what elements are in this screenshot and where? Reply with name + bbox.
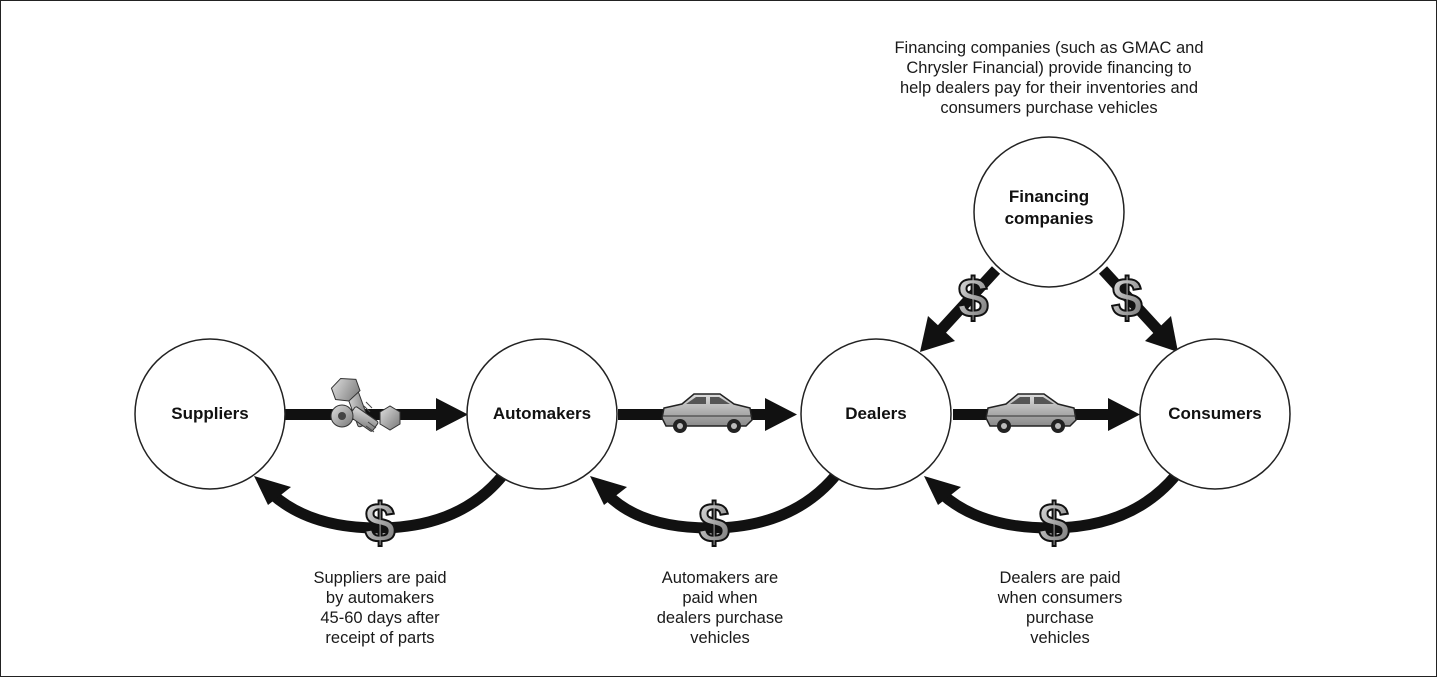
- dollar-icon: $: [957, 266, 988, 329]
- financing-note-line: consumers purchase vehicles: [940, 99, 1158, 117]
- financing-companies-node: [973, 136, 1125, 288]
- car-icon: [661, 393, 753, 433]
- bolts-icon: [330, 377, 401, 433]
- arrow-payment-dealers-to-automakers: [590, 471, 841, 534]
- car-icon: [985, 393, 1077, 433]
- suppliers-paid-line: 45-60 days after: [320, 609, 440, 627]
- arrow-payment-automakers-to-suppliers: [254, 471, 508, 534]
- dollar-icon: $: [1111, 266, 1142, 329]
- arrow-financing-to-consumers: [1098, 266, 1178, 352]
- dealers-label-line: Dealers: [845, 404, 907, 423]
- dealers-node: [800, 338, 952, 490]
- dealers-paid-line: purchase: [1026, 609, 1094, 627]
- consumers-node: [1139, 338, 1291, 490]
- financing-label-line: companies: [1004, 209, 1094, 228]
- consumers-label: Consumers: [1140, 403, 1290, 425]
- suppliers-paid-line: receipt of parts: [325, 629, 435, 647]
- automakers-label-line: Automakers: [492, 404, 592, 423]
- financing-note-line: Chrysler Financial) provide financing to: [906, 59, 1192, 77]
- automakers-paid-note: Automakers are paid when dealers purchas…: [600, 568, 840, 648]
- suppliers-paid-line: Suppliers are paid: [313, 569, 447, 587]
- suppliers-node: [134, 338, 286, 490]
- suppliers-label-line: Suppliers: [171, 404, 249, 423]
- financing-note-line: Financing companies (such as GMAC and: [894, 39, 1204, 57]
- automakers-paid-line: dealers purchase: [656, 609, 784, 627]
- dollar-icon: $: [698, 491, 729, 554]
- dollar-icon: $: [1038, 491, 1069, 554]
- arrow-financing-to-dealers: [920, 266, 1001, 352]
- suppliers-paid-line: by automakers: [325, 589, 435, 607]
- automakers-node: [466, 338, 618, 490]
- dollar-icon: $: [364, 491, 395, 554]
- financing-note-line: help dealers pay for their inventories a…: [899, 79, 1199, 97]
- suppliers-paid-note: Suppliers are paid by automakers 45-60 d…: [260, 568, 500, 648]
- dealers-paid-note: Dealers are paid when consumers purchase…: [940, 568, 1180, 648]
- consumers-label-line: Consumers: [1168, 404, 1262, 423]
- automakers-paid-line: paid when: [682, 589, 758, 607]
- financing-companies-label: Financing companies: [974, 186, 1124, 230]
- financing-label-line: Financing: [1008, 187, 1090, 206]
- automakers-label: Automakers: [467, 403, 617, 425]
- suppliers-label: Suppliers: [135, 403, 285, 425]
- automakers-paid-line: Automakers are: [661, 569, 779, 587]
- dealers-paid-line: Dealers are paid: [999, 569, 1121, 587]
- automakers-paid-line: vehicles: [690, 629, 750, 647]
- arrow-payment-consumers-to-dealers: [924, 471, 1181, 534]
- dealers-label: Dealers: [801, 403, 951, 425]
- dealers-paid-line: when consumers: [997, 589, 1123, 607]
- financing-note: Financing companies (such as GMAC and Ch…: [819, 38, 1279, 118]
- dealers-paid-line: vehicles: [1030, 629, 1090, 647]
